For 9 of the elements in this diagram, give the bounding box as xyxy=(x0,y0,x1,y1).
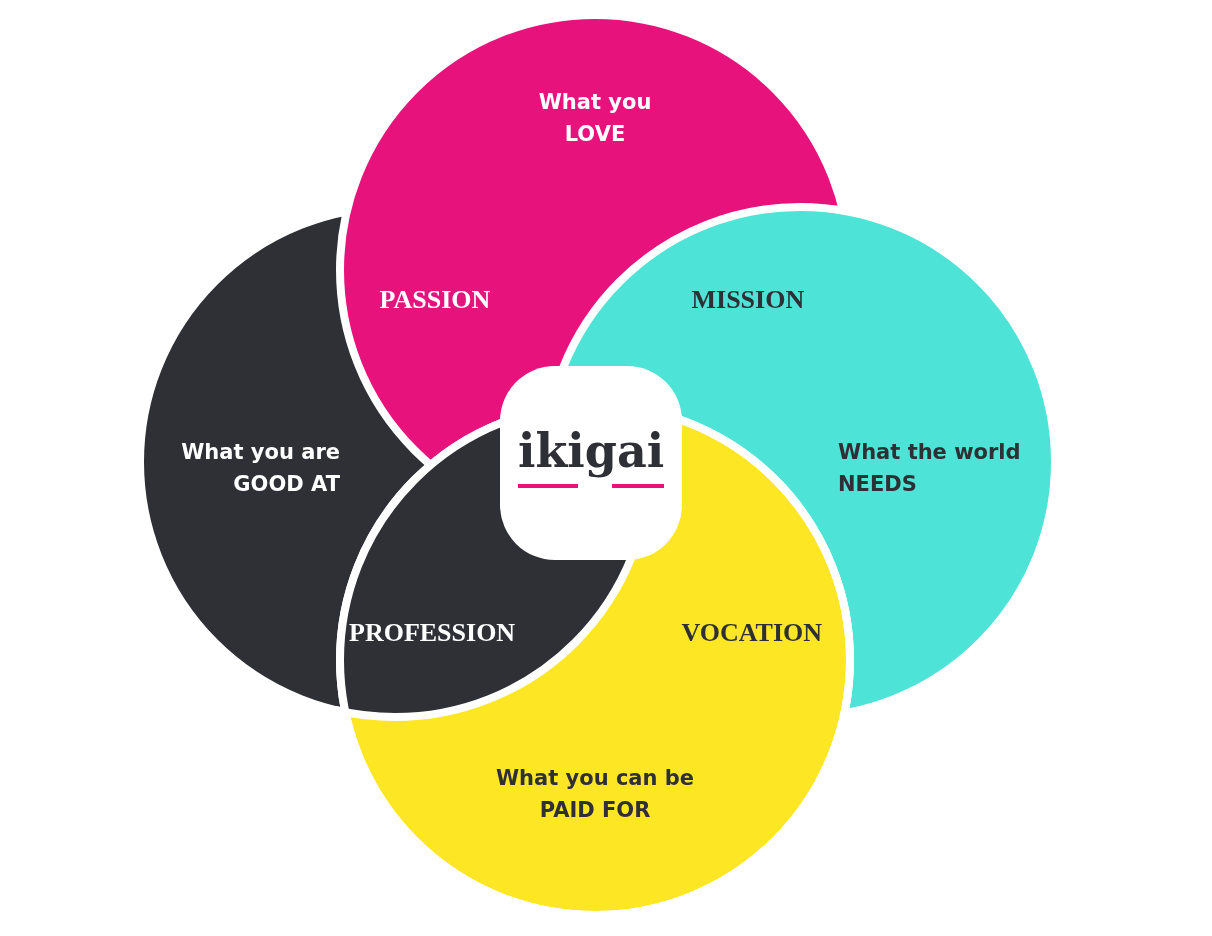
region-label: PROFESSION xyxy=(349,618,516,648)
region-label: VOCATION xyxy=(681,618,823,648)
circle-label: What you LOVE xyxy=(537,89,653,148)
region-label: MISSION xyxy=(691,285,805,315)
circle-label: What you can be PAID FOR xyxy=(494,765,696,824)
region-label: PASSION xyxy=(379,285,491,315)
circle-label: What you are GOOD AT xyxy=(180,439,340,498)
circle-label: What the world NEEDS xyxy=(838,439,1022,498)
center-title: ikigai xyxy=(518,424,665,478)
